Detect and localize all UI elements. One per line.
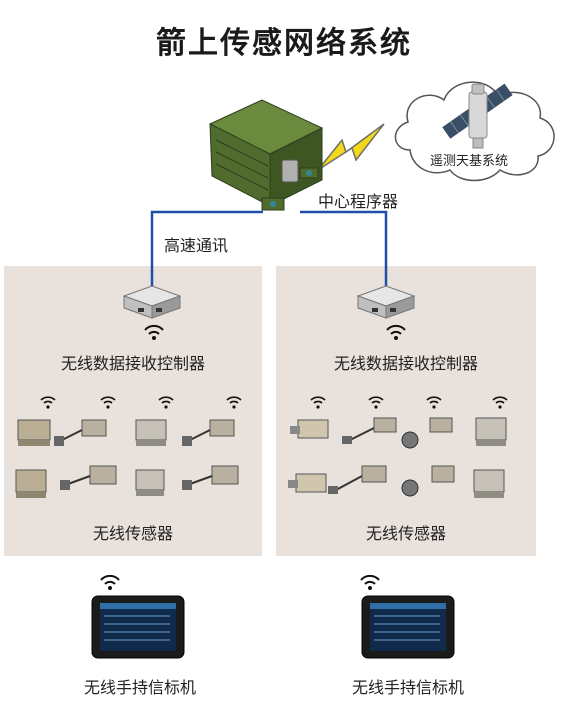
sensor-probe: [60, 465, 117, 490]
left-receiver-wifi-icon: [144, 324, 164, 340]
wifi-icon: [158, 396, 174, 409]
right-receiver-wifi-icon: [386, 324, 406, 340]
right-sensor-array: [288, 417, 507, 498]
right-sensor-wifi-icons: [310, 396, 508, 409]
right-handheld-label: 无线手持信标机: [351, 678, 464, 697]
right-sensors-label: 无线传感器: [365, 524, 446, 543]
left-handheld-tablet: [91, 595, 185, 659]
left-sensor-panel: [4, 266, 262, 556]
wifi-icon: [492, 396, 508, 409]
wifi-icon: [40, 396, 56, 409]
left-receiver-label: 无线数据接收控制器: [60, 354, 205, 373]
wifi-icon: [100, 396, 116, 409]
right-sensor-panel: [276, 266, 536, 556]
left-handheld-wifi-icon: [100, 574, 120, 590]
sensor-probe: [401, 465, 455, 497]
sensor-box: [17, 419, 51, 446]
sensor-box: [473, 469, 505, 498]
right-handheld-tablet: [361, 595, 455, 659]
sensor-box: [15, 469, 47, 498]
central-programmer-device: [208, 99, 324, 211]
sensor-box: [135, 419, 167, 446]
sensor-box: [475, 417, 507, 446]
sensor-box: [135, 469, 165, 496]
sensor-probe: [182, 419, 235, 446]
lightning-icon: [317, 123, 385, 171]
wifi-icon: [226, 396, 242, 409]
right-receiver-label: 无线数据接收控制器: [333, 354, 478, 373]
link-line-left: [150, 210, 263, 292]
central-programmer-label: 中心程序器: [318, 192, 399, 211]
wifi-icon: [310, 396, 326, 409]
left-sensors-label: 无线传感器: [92, 524, 173, 543]
sensor-probe: [401, 417, 453, 449]
left-sensor-array: [15, 419, 239, 498]
left-handheld-label: 无线手持信标机: [83, 678, 196, 697]
satellite-system-label: 遥测天基系统: [430, 154, 509, 169]
page-title: 箭上传感网络系统: [156, 26, 412, 61]
sensor-probe: [328, 465, 387, 494]
left-sensor-wifi-icons: [40, 396, 242, 409]
link-line-right: [300, 210, 388, 292]
wifi-icon: [426, 396, 442, 409]
wifi-icon: [368, 396, 384, 409]
sensor-probe: [288, 473, 327, 493]
satellite-icon: [442, 83, 513, 149]
sensor-probe: [182, 465, 239, 490]
left-receiver-device: [122, 285, 182, 319]
right-receiver-device: [356, 285, 416, 319]
sensor-probe: [290, 419, 329, 439]
sensor-probe: [342, 417, 397, 444]
sensor-probe: [54, 419, 107, 446]
high-speed-link-label: 高速通讯: [164, 236, 229, 255]
right-handheld-wifi-icon: [360, 574, 380, 590]
